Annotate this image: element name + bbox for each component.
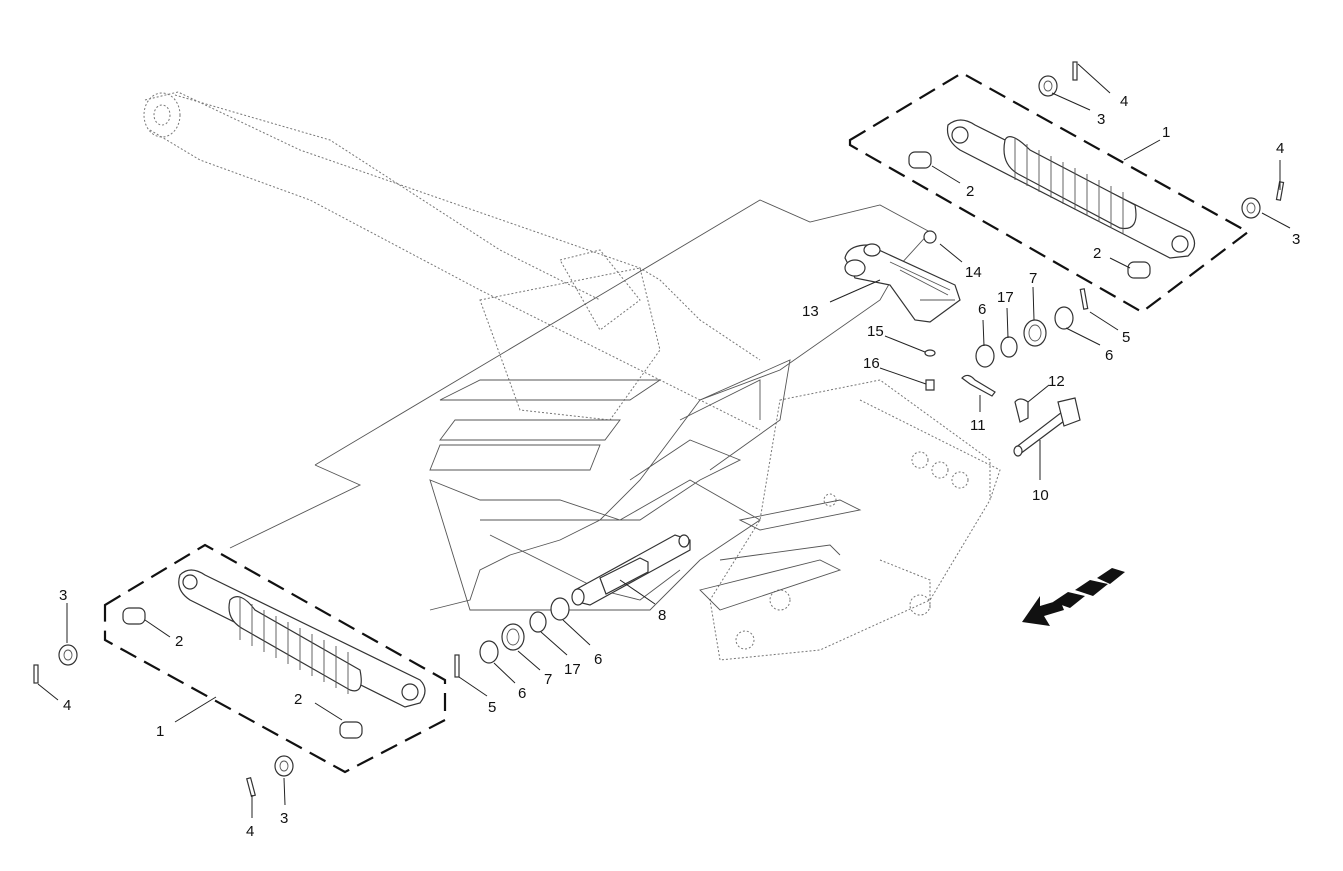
ring-6-right-a <box>975 344 995 368</box>
callout-6: 6 <box>1105 347 1113 364</box>
pin-right-upper <box>1072 61 1078 81</box>
washer-left-lower <box>274 755 294 777</box>
pin-right-lower <box>1275 181 1285 201</box>
callout-3: 3 <box>59 587 67 604</box>
ring-6-left-a <box>479 640 499 664</box>
callout-1: 1 <box>156 723 164 740</box>
callout-4: 4 <box>1120 93 1128 110</box>
callout-2: 2 <box>966 183 974 200</box>
callout-14: 14 <box>965 264 982 281</box>
bolt-16 <box>925 379 935 391</box>
callout-12: 11 <box>970 417 986 434</box>
spring-assembly-left <box>178 569 426 708</box>
pin-left-lower <box>246 777 256 797</box>
callout-17: 17 <box>564 661 581 678</box>
callout-7: 7 <box>544 671 552 688</box>
callout-5: 5 <box>488 699 496 716</box>
bushing-left-lower <box>339 721 363 739</box>
bushing-7-left <box>501 623 525 651</box>
callout-5: 5 <box>1122 329 1130 346</box>
bushing-right-upper <box>908 151 932 169</box>
bracket-13 <box>844 243 961 323</box>
spring-assembly-right <box>946 119 1196 259</box>
callout-3: 3 <box>280 810 288 827</box>
washer-right-lower <box>1241 197 1261 219</box>
callout-2: 2 <box>175 633 183 650</box>
assembly-box-right <box>848 71 1251 314</box>
callout-6: 6 <box>594 651 602 668</box>
washer-left-upper <box>58 644 78 666</box>
callout-3: 3 <box>1292 231 1300 248</box>
leader-lines <box>37 63 1291 818</box>
callout-11: 12 <box>1048 373 1065 390</box>
callout-15: 15 <box>867 323 884 340</box>
ring-17-right <box>1000 336 1018 358</box>
cotter-12 <box>961 374 996 397</box>
callout-6: 6 <box>978 301 986 318</box>
callout-2: 2 <box>294 691 302 708</box>
callout-4: 4 <box>1276 140 1284 157</box>
bushing-left-upper <box>122 607 146 625</box>
spring-coils-left <box>228 596 362 694</box>
callout-7: 7 <box>1029 270 1037 287</box>
assembly-box-left <box>103 543 447 774</box>
clip-11 <box>1014 398 1029 423</box>
callout-2: 2 <box>1093 245 1101 262</box>
washer-15 <box>924 349 936 357</box>
callout-1: 1 <box>1162 124 1170 141</box>
chassis-outline <box>229 199 931 611</box>
callout-6: 6 <box>518 685 526 702</box>
pin-5-left <box>454 654 460 678</box>
pin-10 <box>1013 397 1081 457</box>
callout-10: 10 <box>1032 487 1049 504</box>
direction-arrow-icon <box>1022 568 1125 626</box>
ring-6-left-b <box>550 597 570 621</box>
callout-4: 4 <box>63 697 71 714</box>
spring-coils-right <box>1003 136 1137 234</box>
callout-3: 3 <box>1097 111 1105 128</box>
bushing-right-lower <box>1127 261 1151 279</box>
bushing-7-right <box>1023 319 1047 347</box>
callout-17: 17 <box>997 289 1014 306</box>
callout-16: 16 <box>863 355 880 372</box>
pin-left-upper <box>33 664 39 684</box>
ring-6-right-b <box>1054 306 1074 330</box>
fitting-14 <box>923 230 937 244</box>
washer-right-upper <box>1038 75 1058 97</box>
callout-8: 8 <box>658 607 666 624</box>
callout-labels: 4 3 1 2 4 3 2 14 13 6 17 7 5 6 15 16 12 … <box>59 93 1300 840</box>
callout-13: 13 <box>802 303 819 320</box>
ring-17-left <box>529 611 547 633</box>
shaft-8 <box>571 534 691 606</box>
pin-5-right <box>1079 288 1089 310</box>
callout-4: 4 <box>246 823 254 840</box>
frame-ghost <box>143 91 1001 661</box>
